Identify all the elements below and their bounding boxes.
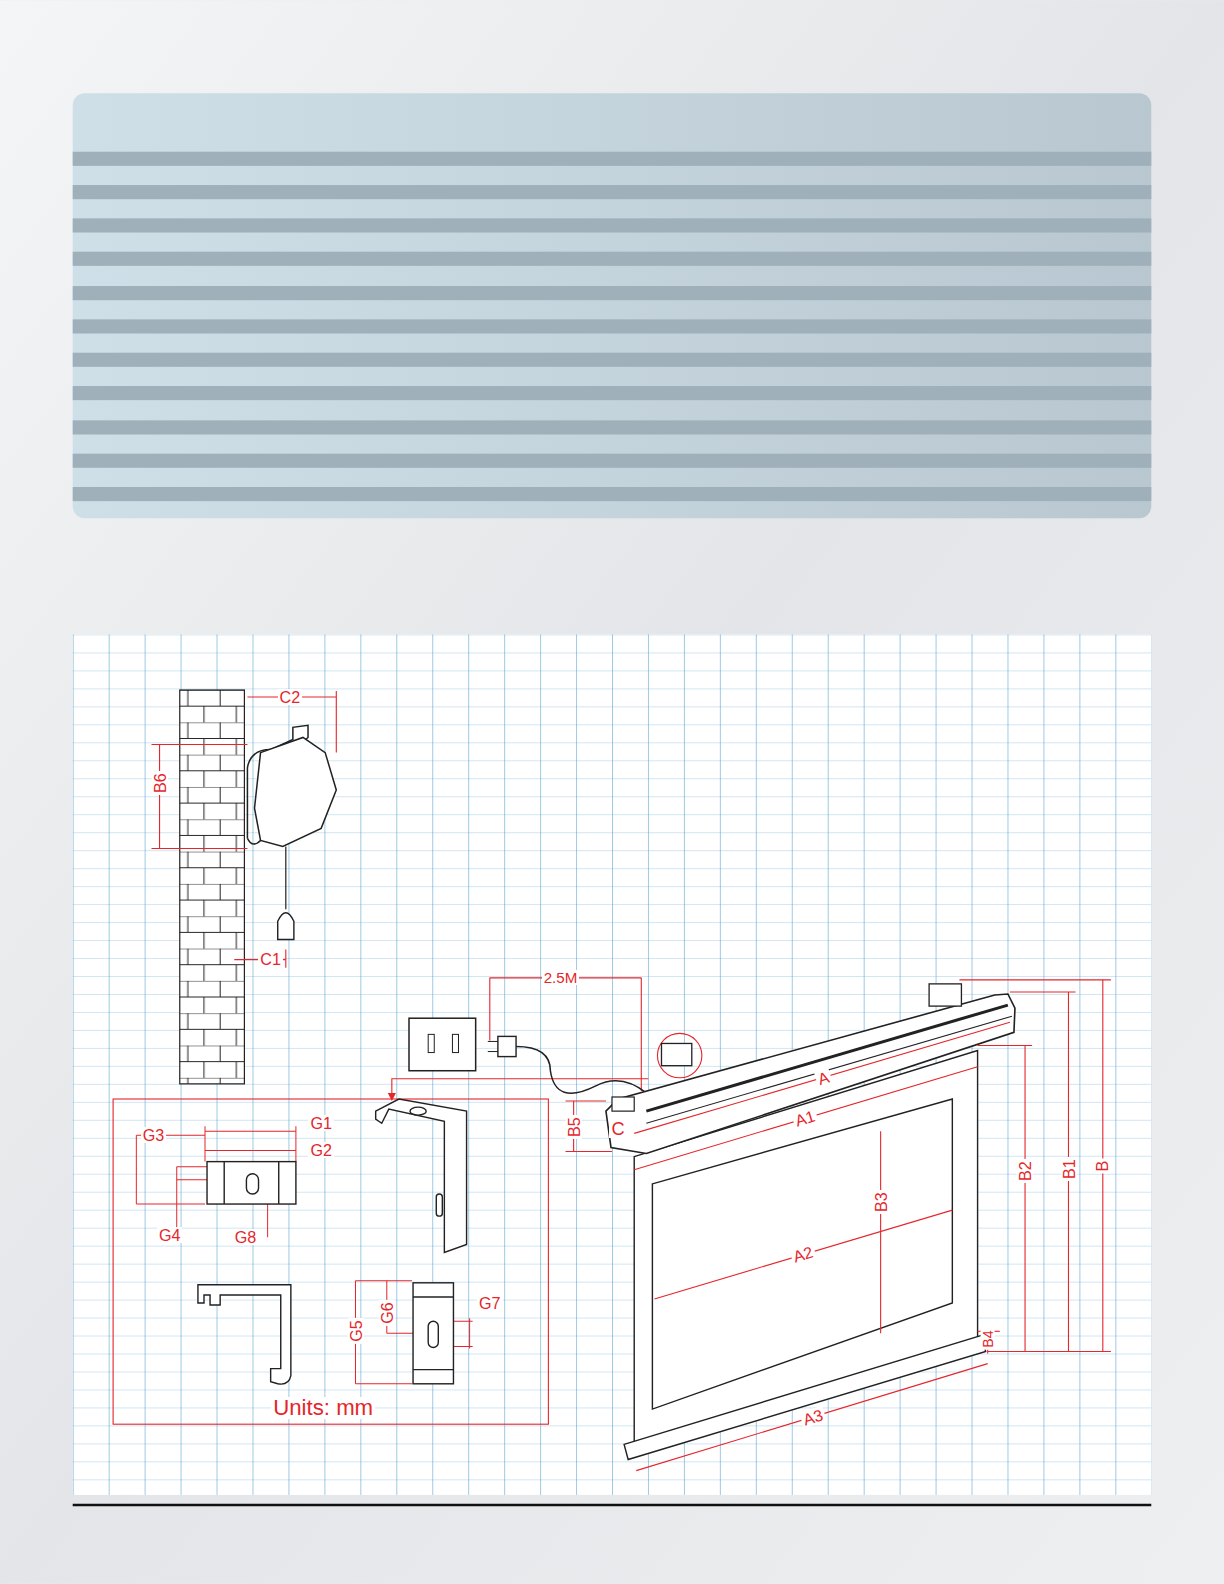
dimension-label: C2 — [278, 689, 303, 705]
dimension-label: B2 — [1017, 1160, 1033, 1184]
dimension-label: G5 — [347, 1318, 363, 1344]
dimension-label: B1 — [1060, 1158, 1076, 1182]
dimension-label: 2.5M — [542, 970, 580, 985]
dimension-label: A3 — [799, 1406, 826, 1428]
dimension-label: B — [1095, 1159, 1111, 1174]
dimension-label: G4 — [157, 1227, 183, 1243]
dimension-label: G3 — [141, 1127, 167, 1143]
dimension-label: G2 — [308, 1142, 334, 1158]
dimension-label: Units: mm — [271, 1397, 375, 1419]
dimension-label: B5 — [566, 1115, 582, 1139]
dimension-label: A1 — [791, 1107, 818, 1129]
dimension-label: G6 — [379, 1300, 395, 1326]
dimension-label: B6 — [151, 771, 167, 795]
dimension-label: C1 — [258, 951, 283, 967]
dimension-label: A — [814, 1069, 833, 1089]
dimension-label: A2 — [789, 1243, 816, 1265]
dimension-label: G7 — [477, 1295, 503, 1311]
dimension-label: B4 — [981, 1328, 995, 1349]
dimension-label: G1 — [308, 1115, 334, 1131]
dimension-label: B3 — [873, 1190, 889, 1214]
dimension-label: G8 — [233, 1229, 259, 1245]
dimension-label: C — [609, 1120, 626, 1138]
